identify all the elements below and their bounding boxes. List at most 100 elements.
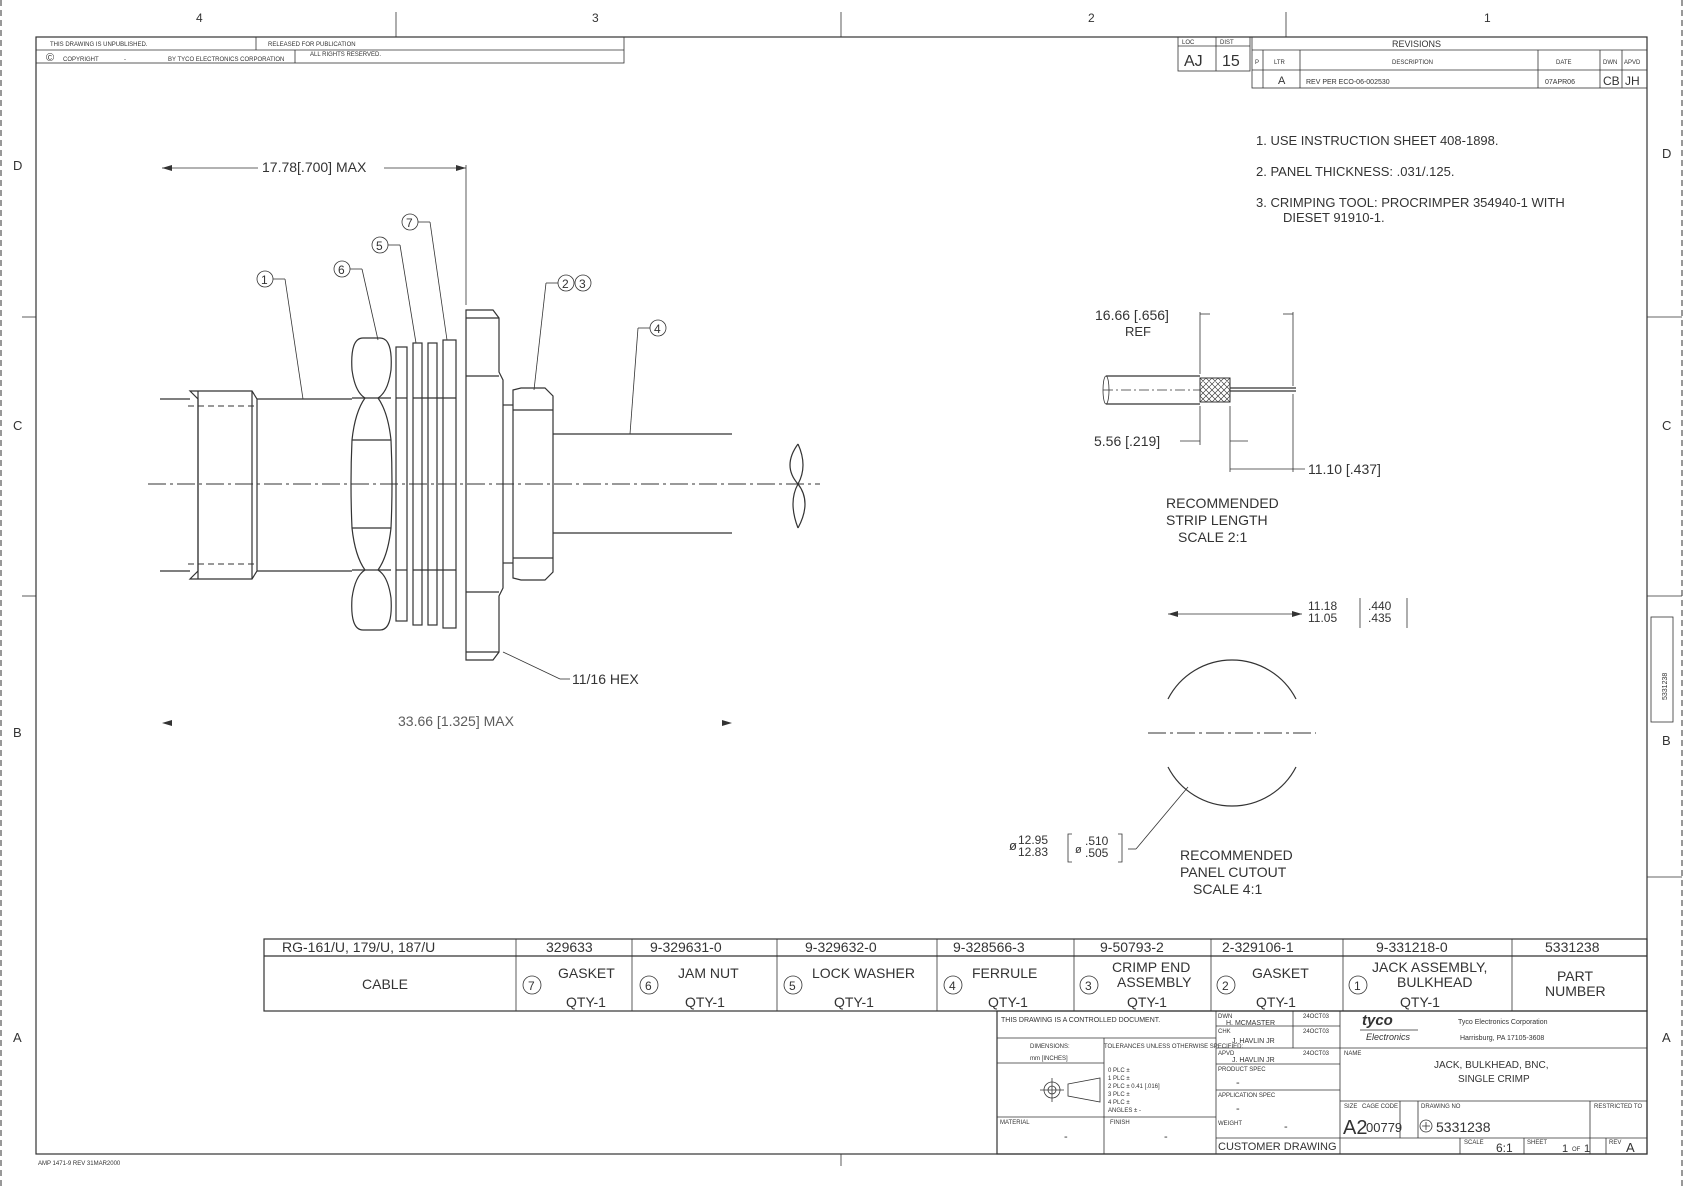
rev-row-description: REV PER ECO-06-002530 [1306, 79, 1390, 86]
strip-ref-label: REF [1125, 324, 1151, 339]
tolerance-row: 4 PLC ± [1108, 1100, 1130, 1106]
bom-item-balloon: 7 [528, 979, 535, 993]
strip-caption-2: STRIP LENGTH [1166, 512, 1268, 528]
panel-dia-symbol: ø [1009, 838, 1017, 853]
name-label: NAME [1344, 1051, 1361, 1057]
svg-text:5: 5 [376, 239, 383, 253]
bom-item-name: CABLE [362, 976, 408, 992]
row-label: D [13, 158, 22, 173]
material-label: MATERIAL [1000, 1120, 1030, 1126]
bom-header-part: PART [1557, 968, 1593, 984]
dist-label: DIST [1220, 40, 1234, 46]
bom-part-number: 9-329631-0 [650, 939, 722, 955]
bom-part-number: 9-329632-0 [805, 939, 877, 955]
bom-part-number: 5331238 [1545, 939, 1600, 955]
tyco-logo: tyco Electronics [1360, 1012, 1418, 1042]
panel-flat-metric-min: 11.05 [1308, 611, 1337, 625]
svg-text:4: 4 [654, 322, 661, 336]
form-number: AMP 1471-9 REV 31MAR2000 [38, 1161, 121, 1167]
copyright-symbol: © [46, 52, 54, 64]
dimensions-label: DIMENSIONS: [1030, 1044, 1070, 1050]
tolerance-row: ANGLES ± - [1108, 1108, 1141, 1114]
weight-value: - [1284, 1121, 1288, 1133]
company-address: Harrisburg, PA 17105-3608 [1460, 1035, 1544, 1042]
bom-part-number: 2-329106-1 [1222, 939, 1294, 955]
item-balloon: 2 3 [533, 274, 592, 391]
dwn-value: H. MCMASTER [1226, 1020, 1275, 1027]
strip-dim-a: 5.56 [.219] [1094, 433, 1160, 449]
strip-dim-ref: 16.66 [.656] [1095, 307, 1169, 323]
side-drawing-number: 5331238 [1662, 673, 1669, 700]
panel-dia-metric-max: 12.95 [1018, 833, 1048, 847]
row-label: D [1662, 146, 1671, 161]
tolerance-row: 0 PLC ± [1108, 1068, 1130, 1074]
panel-caption-3: SCALE 4:1 [1193, 881, 1262, 897]
loc-dist-block: LOC AJ DIST 15 [1177, 36, 1251, 72]
bom-item-name: JAM NUT [678, 965, 739, 981]
svg-text:tyco: tyco [1362, 1012, 1393, 1029]
strip-dim-b: 11.10 [.437] [1308, 461, 1381, 477]
dimensions-value: mm [INCHES] [1030, 1056, 1068, 1062]
revisions-title: REVISIONS [1392, 39, 1441, 49]
bom-item-name: LOCK WASHER [812, 965, 915, 981]
bom-item-name-line2: ASSEMBLY [1117, 974, 1192, 990]
bom-part-number: 9-331218-0 [1376, 939, 1448, 955]
rev-row-dwn: CB [1603, 74, 1620, 88]
column-label: 1 [1484, 11, 1491, 25]
panel-caption-1: RECOMMENDED [1180, 847, 1293, 863]
panel-dia-inch-min: .505 [1085, 846, 1109, 860]
copyright-label: COPYRIGHT [63, 57, 99, 63]
strip-length-detail: 16.66 [.656] REF 5.56 [.219] 11.10 [.437… [1094, 307, 1381, 545]
panel-dia-inch-max: .510 [1085, 834, 1109, 848]
row-label: C [13, 418, 22, 433]
svg-text:2: 2 [562, 277, 569, 291]
panel-flat-metric-max: 11.18 [1308, 599, 1337, 613]
dim-length-top: 17.78[.700] MAX [262, 159, 367, 175]
column-label: 4 [196, 11, 203, 25]
customer-drawing-label: CUSTOMER DRAWING [1218, 1141, 1337, 1153]
panel-flat-inch-min: .435 [1368, 611, 1392, 625]
rev-row-apvd: JH [1625, 74, 1640, 88]
hex-size-label: 11/16 HEX [572, 671, 639, 687]
bom-part-number: 329633 [546, 939, 593, 955]
zone-labels: 4 3 2 1 D C B A D C B A AMP 1471-9 REV 3… [13, 11, 1671, 1167]
rev-header-apvd: APVD [1624, 60, 1641, 66]
tolerance-row: 1 PLC ± [1108, 1076, 1130, 1082]
bom-item-balloon: 1 [1354, 979, 1361, 993]
third-angle-projection-icon [1040, 1077, 1101, 1103]
bom-part-number: 9-50793-2 [1100, 939, 1164, 955]
application-spec-label: APPLICATION SPEC [1218, 1093, 1276, 1099]
publication-block: THIS DRAWING IS UNPUBLISHED. RELEASED FO… [35, 36, 625, 64]
svg-text:3: 3 [579, 277, 586, 291]
bom-item-balloon: 3 [1085, 979, 1092, 993]
sheet-total: 1 [1584, 1143, 1590, 1155]
panel-dia-symbol-inch: ø [1075, 844, 1082, 856]
drawing-number: 5331238 [1436, 1119, 1491, 1135]
cage-code-value: 00779 [1366, 1120, 1402, 1135]
scale-label: SCALE [1464, 1140, 1484, 1146]
product-spec-value: - [1236, 1077, 1240, 1089]
item-balloon: 1 [256, 270, 304, 400]
svg-text:Electronics: Electronics [1366, 1032, 1411, 1042]
revisions-table: REVISIONS P LTR DESCRIPTION DATE DWN APV… [1251, 36, 1648, 89]
chk-date: 24OCT03 [1303, 1029, 1330, 1035]
bom-item-qty: QTY-1 [1256, 994, 1296, 1010]
bom-item-balloon: 4 [949, 979, 956, 993]
bom-item-balloon: 2 [1222, 979, 1229, 993]
note-2: 2. PANEL THICKNESS: .031/.125. [1256, 164, 1454, 179]
dwn-label: DWN [1218, 1014, 1232, 1020]
rev-row-date: 07APR06 [1545, 79, 1575, 86]
application-spec-value: - [1236, 1103, 1240, 1115]
panel-caption-2: PANEL CUTOUT [1180, 864, 1287, 880]
row-label: B [13, 725, 22, 740]
copyright-owner: BY TYCO ELECTRONICS CORPORATION [168, 57, 284, 63]
bom-part-number: 9-328566-3 [953, 939, 1025, 955]
general-notes: 1. USE INSTRUCTION SHEET 408-1898. 2. PA… [1256, 133, 1565, 225]
strip-caption-1: RECOMMENDED [1166, 495, 1279, 511]
item-balloon: 7 [401, 213, 448, 341]
bom-item-qty: QTY-1 [566, 994, 606, 1010]
svg-text:7: 7 [406, 216, 413, 230]
bom-item-qty: QTY-1 [834, 994, 874, 1010]
